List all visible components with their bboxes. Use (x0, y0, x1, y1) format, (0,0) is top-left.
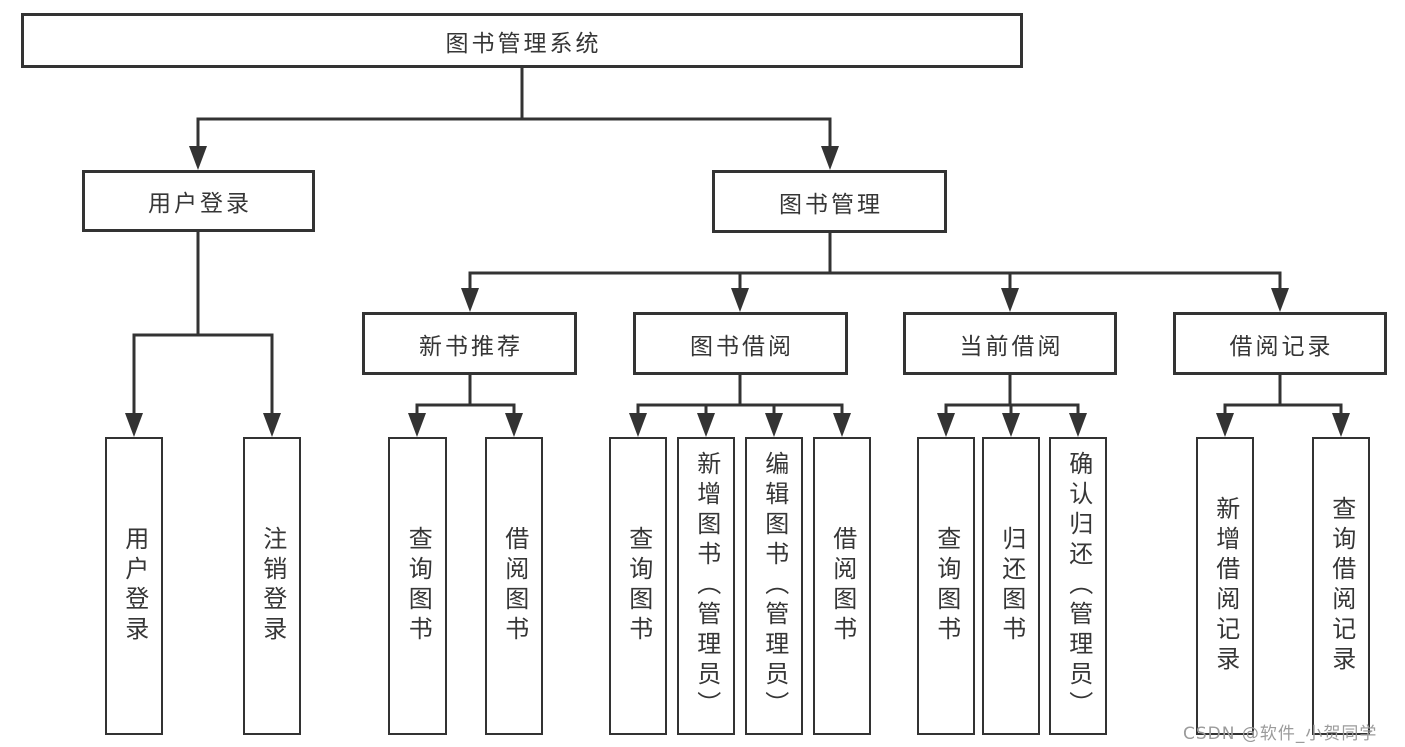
node-label: 归还图书 (997, 526, 1026, 646)
node-label: 查询图书 (932, 526, 961, 646)
leaf-return-book: 归还图书 (982, 437, 1040, 735)
node-label: 借阅图书 (500, 526, 529, 646)
node-new-book-recommend: 新书推荐 (362, 312, 577, 375)
node-label: 新书推荐 (419, 333, 523, 360)
node-label: 编辑图书（管理员） (760, 451, 789, 721)
node-label: 查询借阅记录 (1327, 496, 1356, 676)
leaf-query-books-borrow: 查询图书 (609, 437, 667, 735)
node-label: 借阅记录 (1229, 333, 1334, 360)
node-label: 图书管理 (779, 191, 883, 218)
node-label: 查询图书 (624, 526, 653, 646)
leaf-edit-book-admin: 编辑图书（管理员） (745, 437, 803, 735)
node-label: 图书借阅 (690, 333, 794, 360)
node-current-borrow: 当前借阅 (903, 312, 1117, 375)
leaf-query-books-recommend: 查询图书 (388, 437, 447, 735)
leaf-add-book-admin: 新增图书（管理员） (677, 437, 735, 735)
node-library-management-system: 图书管理系统 (21, 13, 1023, 68)
leaf-confirm-return-admin: 确认归还（管理员） (1049, 437, 1107, 735)
node-label: 用户登录 (120, 526, 149, 646)
leaf-logout-login: 注销登录 (243, 437, 301, 735)
node-label: 确认归还（管理员） (1064, 451, 1093, 721)
node-book-management: 图书管理 (712, 170, 947, 233)
leaf-query-books-current: 查询图书 (917, 437, 975, 735)
node-label: 图书管理系统 (445, 30, 602, 57)
leaf-query-borrow-record: 查询借阅记录 (1312, 437, 1370, 735)
watermark: CSDN @软件_小贺同学 (1183, 724, 1378, 744)
node-user-login: 用户登录 (82, 170, 315, 232)
node-label: 注销登录 (258, 526, 287, 646)
node-label: 新增借阅记录 (1211, 496, 1240, 676)
node-label: 新增图书（管理员） (692, 451, 721, 721)
leaf-add-borrow-record: 新增借阅记录 (1196, 437, 1254, 735)
node-label: 用户登录 (148, 191, 252, 217)
node-label: 借阅图书 (828, 526, 857, 646)
node-book-borrow: 图书借阅 (633, 312, 848, 375)
leaf-borrow-books: 借阅图书 (813, 437, 871, 735)
node-borrow-records: 借阅记录 (1173, 312, 1387, 375)
node-label: 当前借阅 (959, 333, 1064, 360)
node-label: 查询图书 (404, 526, 433, 646)
leaf-user-login: 用户登录 (105, 437, 163, 735)
leaf-borrow-books-recommend: 借阅图书 (485, 437, 543, 735)
